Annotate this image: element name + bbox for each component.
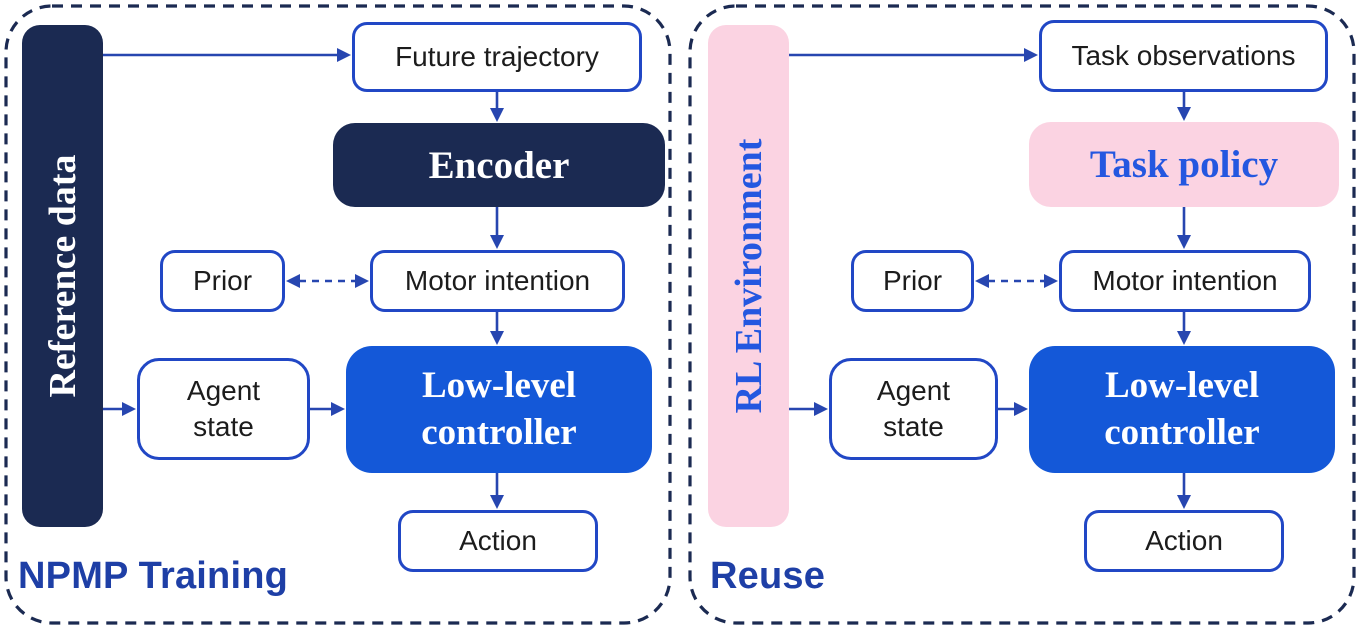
node-prior-right: Prior	[851, 250, 974, 312]
node-agent-state-right: Agent state	[829, 358, 998, 460]
motor-intention-label: Motor intention	[404, 264, 591, 296]
task-policy-label: Task policy	[1089, 143, 1279, 186]
rl-environment-label: RL Environment	[727, 138, 770, 414]
action-label: Action	[459, 524, 537, 556]
node-low-level-controller-left: Low-level controller	[346, 346, 652, 473]
rl-environment-bar: RL Environment	[708, 25, 789, 527]
low-level-controller-label: Low-level controller	[421, 365, 577, 453]
node-action-left: Action	[398, 510, 598, 572]
panel-reuse: RL Environment Task observations Task po…	[688, 4, 1356, 625]
action-label-right: Action	[1145, 524, 1223, 556]
node-motor-intention-left: Motor intention	[370, 250, 625, 312]
node-task-observations: Task observations	[1039, 20, 1328, 92]
future-trajectory-label: Future trajectory	[395, 40, 599, 72]
caption-reuse: Reuse	[710, 555, 826, 597]
node-future-trajectory: Future trajectory	[352, 22, 642, 92]
encoder-label: Encoder	[428, 143, 570, 187]
reference-data-label: Reference data	[41, 154, 84, 398]
node-agent-state-left: Agent state	[137, 358, 310, 460]
caption-npmp-training: NPMP Training	[18, 555, 289, 597]
low-level-controller-label-right: Low-level controller	[1104, 365, 1260, 453]
node-encoder: Encoder	[333, 123, 665, 207]
node-low-level-controller-right: Low-level controller	[1029, 346, 1335, 473]
node-action-right: Action	[1084, 510, 1284, 572]
task-observations-label: Task observations	[1071, 39, 1296, 71]
node-task-policy: Task policy	[1029, 122, 1339, 207]
reference-data-bar: Reference data	[22, 25, 103, 527]
panel-npmp-training: Reference data Future trajectory Encoder…	[4, 4, 672, 625]
node-prior-left: Prior	[160, 250, 285, 312]
node-motor-intention-right: Motor intention	[1059, 250, 1311, 312]
agent-state-label: Agent state	[186, 374, 261, 442]
prior-label-right: Prior	[882, 264, 943, 296]
motor-intention-label-right: Motor intention	[1092, 264, 1278, 296]
prior-label: Prior	[192, 264, 253, 296]
agent-state-label-right: Agent state	[876, 374, 951, 442]
